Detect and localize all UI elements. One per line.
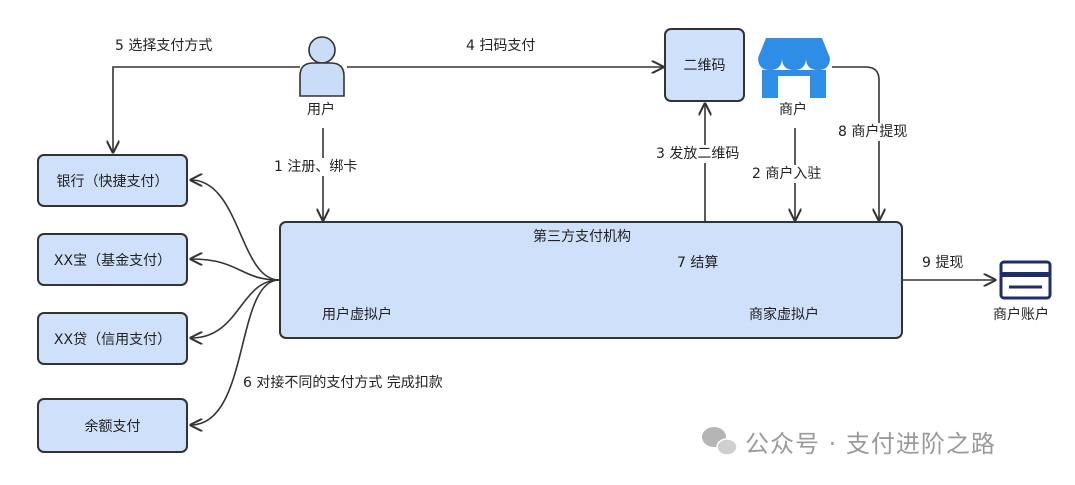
third-party-title: 第三方支付机构 <box>533 229 631 245</box>
merchant-virtual-account-label: 商家虚拟户 <box>749 307 819 323</box>
wechat-icon <box>702 427 738 456</box>
xxbao-label: XX宝（基金支付） <box>53 252 172 269</box>
person-icon <box>299 36 345 97</box>
card-icon <box>999 260 1052 300</box>
edge-label-register: 1 注册、绑卡 <box>274 158 358 176</box>
balance-node: 余额支付 <box>37 398 188 453</box>
edge-label-debit: 6 对接不同的支付方式 完成扣款 <box>243 374 443 392</box>
edge-label-choose-method: 5 选择支付方式 <box>115 37 213 55</box>
xxbao-node: XX宝（基金支付） <box>37 233 188 286</box>
watermark-text: 公众号 · 支付进阶之路 <box>745 430 996 458</box>
user-virtual-account-label: 用户虚拟户 <box>322 307 392 323</box>
xxdai-node: XX贷（信用支付） <box>37 312 188 365</box>
bank-node: 银行（快捷支付） <box>37 154 188 207</box>
merchant-label: 商户 <box>779 102 807 118</box>
edge-merchant-withdraw <box>832 66 879 220</box>
user-label: 用户 <box>307 102 335 118</box>
balance-label: 余额支付 <box>84 418 141 435</box>
edge-label-merchant-withdraw: 8 商户提现 <box>838 123 908 141</box>
edge-label-merchant-onboard: 2 商户入驻 <box>752 165 822 183</box>
edge-debit-fanout <box>191 180 280 425</box>
qrcode-node: 二维码 <box>664 28 745 102</box>
edge-label-settlement: 7 结算 <box>677 254 719 272</box>
edge-label-issue-qrcode: 3 发放二维码 <box>656 145 740 163</box>
edge-label-withdraw: 9 提现 <box>922 254 964 272</box>
edge-label-scan-pay: 4 扫码支付 <box>466 37 536 55</box>
merchant-account-label: 商户账户 <box>993 307 1049 323</box>
third-party-node <box>279 221 903 339</box>
storefront-icon <box>758 38 830 98</box>
qrcode-label: 二维码 <box>683 58 726 74</box>
xxdai-label: XX贷（信用支付） <box>53 331 172 348</box>
edge-choose-method <box>113 66 300 152</box>
bank-label: 银行（快捷支付） <box>56 173 169 190</box>
